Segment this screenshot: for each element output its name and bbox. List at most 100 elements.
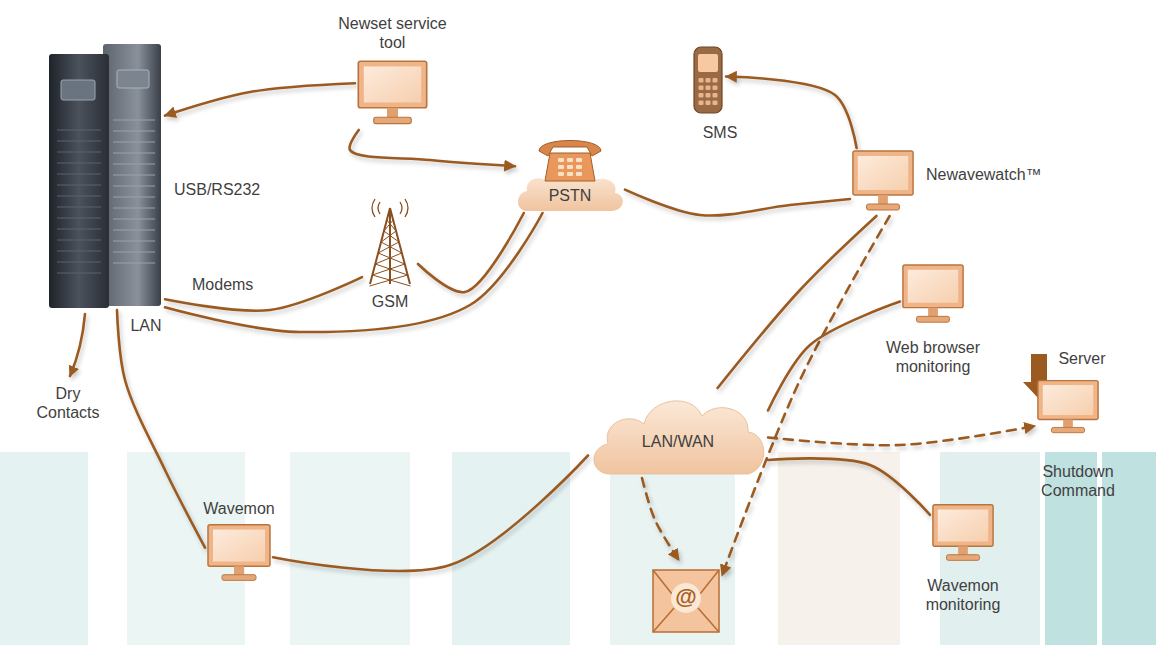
tower-shape (362, 198, 418, 286)
band (290, 452, 410, 645)
monitor-screen (938, 510, 988, 542)
node-label: @ (675, 584, 696, 610)
ups-panel (61, 80, 95, 100)
ups-panel (117, 70, 149, 88)
ups-vent (57, 228, 101, 229)
monitor-frame (1038, 381, 1098, 420)
phone-key (558, 158, 564, 162)
cloud-shape (594, 401, 764, 474)
ups-vent (113, 197, 155, 198)
ups-vent (113, 230, 155, 231)
ups-vent (113, 186, 155, 187)
monitor-screen (908, 270, 958, 303)
dry-contacts-label: Dry Contacts (28, 384, 108, 422)
connector (165, 83, 355, 115)
ups-vent (57, 206, 101, 207)
ups-side (103, 44, 161, 306)
monitor-shape (850, 148, 916, 216)
ups-vent (57, 195, 101, 196)
band (1045, 452, 1097, 645)
ups-vent (113, 142, 155, 143)
phone-key (706, 86, 711, 91)
phone-key (576, 165, 582, 169)
node-label: Wavemon monitoring (913, 576, 1013, 614)
tower-brace (375, 253, 404, 264)
band (1102, 452, 1156, 645)
phone-screen (698, 54, 718, 72)
phone-shape (690, 45, 726, 115)
connector (768, 458, 930, 514)
ups-vent (57, 151, 101, 152)
connector (117, 310, 205, 548)
web-monitor: Web browser monitoring (900, 262, 966, 328)
ups-vent (113, 164, 155, 165)
monitor-frame (933, 505, 993, 546)
wavemon-monitoring-monitor: Wavemon monitoring (930, 502, 996, 566)
node-label: LAN/WAN (642, 432, 714, 451)
phone-key (713, 86, 718, 91)
monitor-base (222, 575, 256, 581)
connector (273, 456, 588, 571)
monitor-base (1052, 427, 1085, 432)
ups-vent (113, 252, 155, 253)
ups-vent (113, 241, 155, 242)
sms-phone: SMS (690, 45, 726, 115)
phone-key (558, 172, 564, 176)
tower-brace (384, 220, 396, 231)
tower-brace (372, 264, 407, 275)
envelope-flap (653, 570, 719, 632)
ups-front (49, 54, 109, 308)
phone-key (576, 172, 582, 176)
ups-vent (57, 250, 101, 251)
connector (350, 130, 515, 166)
ups-vent (57, 184, 101, 185)
ups-cabinet: LAN (45, 40, 165, 310)
phone-key (567, 158, 573, 162)
monitor-screen (858, 156, 908, 190)
monitor-frame (853, 151, 913, 195)
connector-label: USB/RS232 (174, 180, 260, 199)
monitor-shape (355, 58, 430, 130)
node-label: GSM (372, 292, 408, 311)
pstn-cloud: PSTN (515, 135, 625, 213)
ups-vent (113, 131, 155, 132)
tower-brace (369, 275, 410, 286)
band (778, 452, 900, 645)
ups-vent (57, 239, 101, 240)
monitor-screen (1043, 385, 1093, 415)
wavemon-monitor: Wavemon (205, 522, 273, 586)
monitor-shape (900, 262, 966, 328)
tower-brace (381, 231, 399, 242)
ups-vent (57, 217, 101, 218)
monitor-base (867, 204, 900, 210)
connector (625, 190, 850, 216)
ups-vent (57, 129, 101, 130)
ups-vent (113, 219, 155, 220)
band (940, 452, 1040, 645)
dashed-connector (642, 478, 679, 560)
ups-vent (113, 208, 155, 209)
node-label: LAN (130, 316, 161, 335)
connector (726, 77, 857, 149)
dry-contact-arrow (70, 314, 85, 376)
connector (768, 302, 900, 411)
ups-vent (57, 162, 101, 163)
tower-legs (370, 208, 410, 284)
ups-vent (113, 263, 155, 264)
server-monitor: ServerShutdown Command (1035, 378, 1101, 438)
phone-key (567, 165, 573, 169)
phone-key (713, 101, 718, 106)
phone-key (706, 101, 711, 106)
phone-key (699, 86, 704, 91)
phone-key (706, 93, 711, 98)
dashed-connector (722, 216, 890, 576)
phone-body (545, 153, 595, 181)
ups-vent (57, 261, 101, 262)
monitor-neck (1063, 419, 1073, 427)
band (452, 452, 570, 645)
monitor-shape (930, 502, 996, 566)
node-sublabel: Shutdown Command (1028, 462, 1128, 500)
